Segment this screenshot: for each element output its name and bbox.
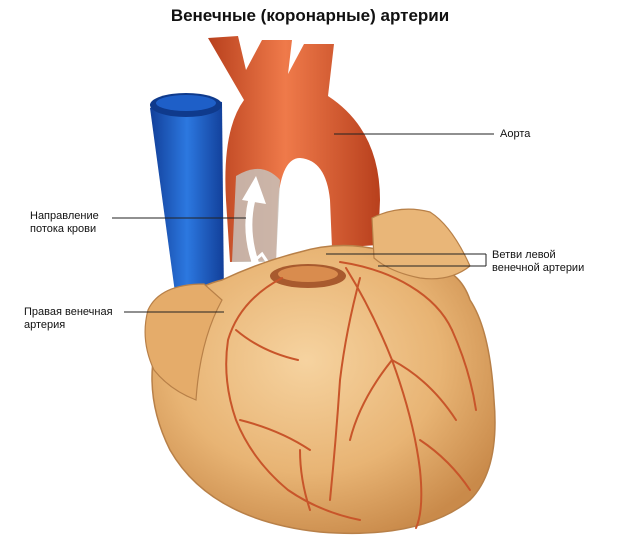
label-right-artery-line1: Правая венечная [24, 306, 113, 318]
label-aorta: Аорта [500, 128, 530, 141]
label-right-artery-line2: артерия [24, 319, 66, 331]
label-aorta-text: Аорта [500, 128, 531, 140]
label-left-branches-line1: Ветви левой [492, 249, 556, 261]
diagram-title: Венечные (коронарные) артерии [170, 6, 450, 25]
label-right-artery: Правая венечная артерия [24, 306, 113, 332]
leader-lines [112, 133, 494, 313]
label-left-branches-line2: венечной артерии [492, 262, 585, 274]
coronary-arteries [225, 261, 477, 529]
label-flow: Направление потока крови [30, 210, 99, 236]
label-flow-line2: потока крови [30, 223, 97, 235]
vena-cava [150, 93, 224, 306]
label-flow-line1: Направление [30, 210, 99, 222]
aorta [208, 36, 380, 262]
label-left-branches: Ветви левой венечной артерии [492, 249, 584, 275]
